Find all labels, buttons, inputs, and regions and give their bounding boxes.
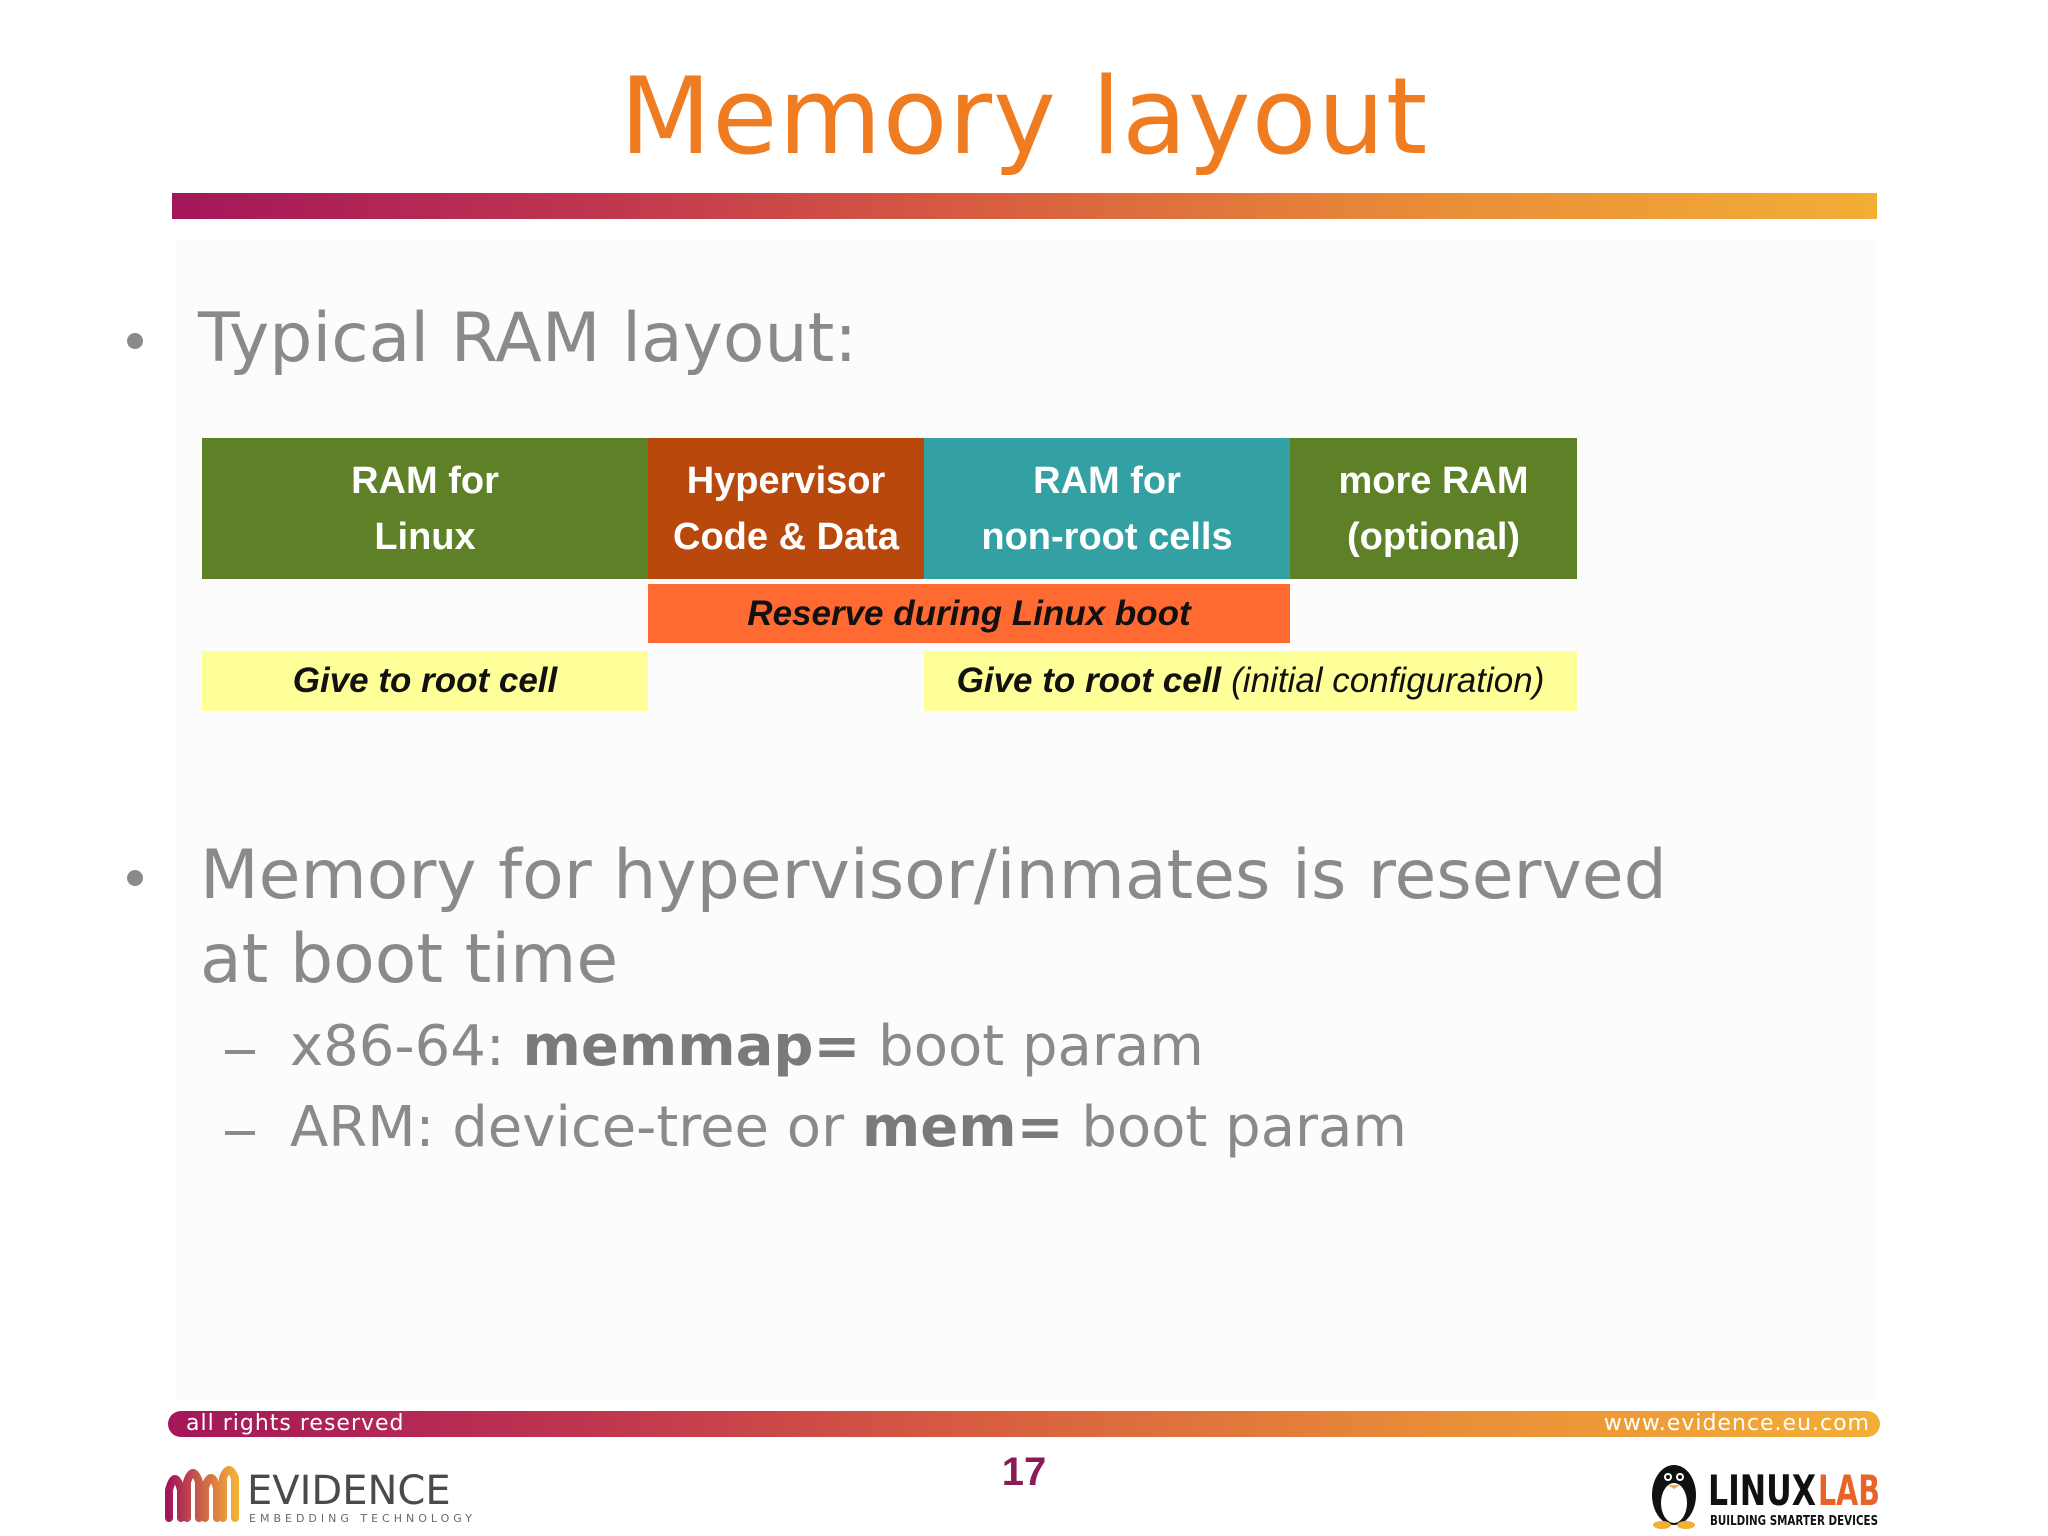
linuxlab-text-lab: LAB xyxy=(1818,1466,1880,1515)
linuxlab-text-linux: LINUX xyxy=(1708,1466,1816,1515)
block-more-ram: more RAM (optional) xyxy=(1290,438,1577,579)
reserve-band: Reserve during Linux boot xyxy=(648,584,1290,643)
sub-bullet-dash xyxy=(225,1050,255,1054)
block-ram-nonroot-label: RAM for non-root cells xyxy=(981,459,1233,558)
block-hypervisor-label: Hypervisor Code & Data xyxy=(673,459,899,558)
bullet-memory-reserved-line1: Memory for hypervisor/inmates is reserve… xyxy=(200,836,1667,915)
bullet-dot xyxy=(127,870,143,886)
footer-bar xyxy=(168,1411,1880,1437)
sub-bullet-arm-param: mem= xyxy=(861,1095,1064,1160)
sub-bullet-arm: ARM: device-tree or mem= boot param xyxy=(290,1093,1407,1163)
bullet-dot xyxy=(127,333,143,349)
root-cell-band-right: Give to root cell (initial configuration… xyxy=(924,651,1577,711)
block-ram-linux-label: RAM for Linux xyxy=(351,459,499,558)
root-cell-band-left-label: Give to root cell xyxy=(292,661,558,700)
sub-bullet-dash xyxy=(225,1131,255,1135)
root-cell-band-right-note: (initial configuration) xyxy=(1231,661,1545,700)
sub-bullet-x86: x86-64: memmap= boot param xyxy=(290,1012,1204,1082)
evidence-logo-tagline: EMBEDDING TECHNOLOGY xyxy=(249,1512,476,1525)
reserve-band-label: Reserve during Linux boot xyxy=(747,593,1191,633)
penguin-icon xyxy=(1652,1465,1696,1529)
block-ram-nonroot: RAM for non-root cells xyxy=(924,438,1290,579)
root-cell-band-left: Give to root cell xyxy=(202,651,648,711)
page-number: 17 xyxy=(1001,1450,1047,1494)
block-more-ram-label: more RAM (optional) xyxy=(1338,459,1529,558)
block-hypervisor: Hypervisor Code & Data xyxy=(648,438,924,579)
sub-bullet-x86-param: memmap= xyxy=(522,1014,861,1079)
evidence-logo: EVIDENCE EMBEDDING TECHNOLOGY xyxy=(165,1466,476,1525)
footer-rights: all rights reserved xyxy=(186,1411,405,1436)
footer-url: www.evidence.eu.com xyxy=(1603,1411,1870,1436)
bullet-memory-reserved-line2: at boot time xyxy=(200,920,619,999)
linuxlab-logo: LINUX LAB BUILDING SMARTER DEVICES xyxy=(1652,1465,1880,1529)
title-underline-bar xyxy=(172,193,1877,219)
bullet-typical-ram: Typical RAM layout: xyxy=(198,299,858,378)
sub-bullet-x86-prefix: x86-64: xyxy=(290,1014,523,1079)
sub-bullet-arm-prefix: ARM: device-tree or xyxy=(290,1095,862,1160)
slide-title: Memory layout xyxy=(619,55,1429,178)
sub-bullet-arm-suffix: boot param xyxy=(1063,1095,1407,1160)
linuxlab-tagline: BUILDING SMARTER DEVICES xyxy=(1710,1514,1878,1529)
sub-bullet-x86-suffix: boot param xyxy=(860,1014,1204,1079)
slide-background xyxy=(175,240,1875,1400)
evidence-logo-text: EVIDENCE xyxy=(247,1468,451,1514)
block-ram-linux: RAM for Linux xyxy=(202,438,648,579)
root-cell-band-right-label: Give to root cell xyxy=(956,661,1222,700)
